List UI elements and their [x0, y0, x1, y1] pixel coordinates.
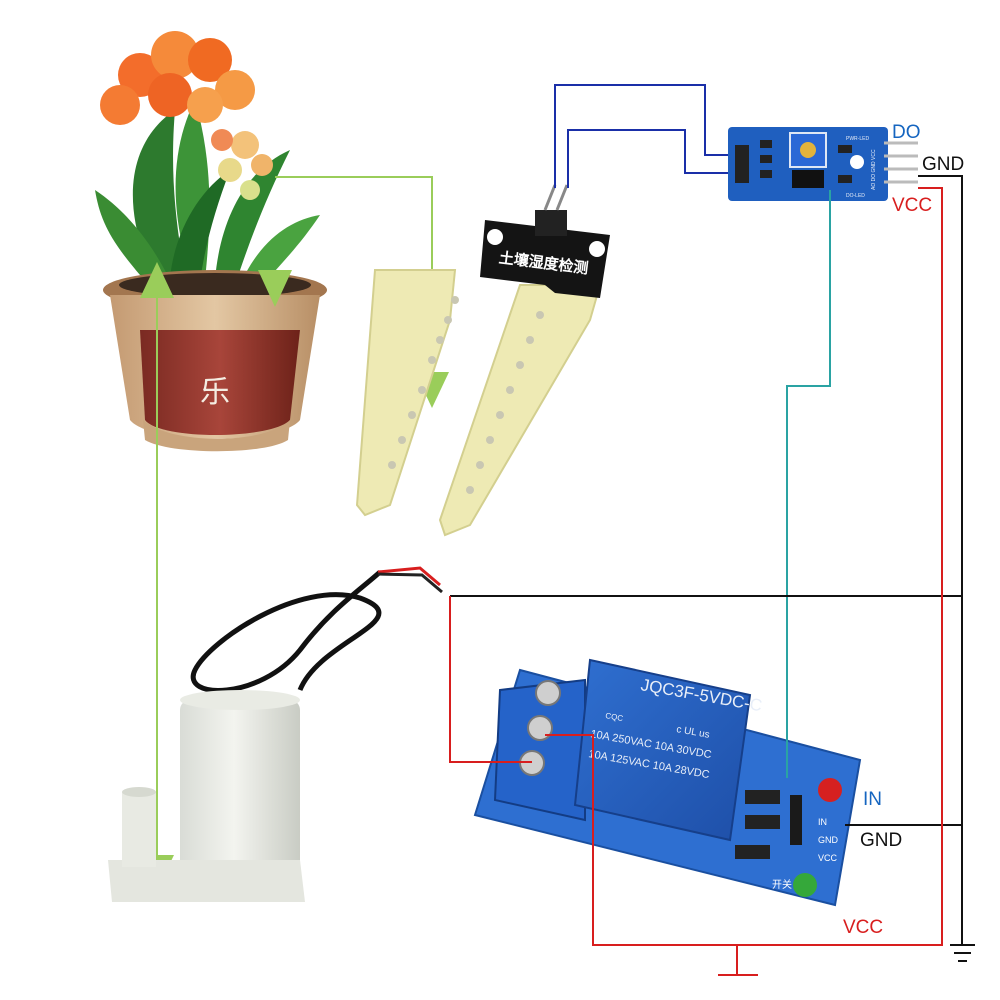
sensor-pin-do: DO	[892, 122, 921, 143]
flower-pot: 乐	[103, 270, 327, 452]
mounting-hole	[589, 241, 605, 257]
green-led	[793, 873, 817, 897]
flower-cluster	[100, 31, 273, 200]
probe-connector	[535, 210, 567, 236]
sensor-probe-wires	[554, 84, 740, 188]
sensor-pin-gnd: GND	[922, 154, 964, 175]
power-wires	[449, 187, 943, 976]
arrow-down-icon	[258, 270, 292, 307]
sensor-pin-vcc: VCC	[892, 195, 932, 216]
relay-pin-vcc: VCC	[843, 917, 883, 938]
relay-pin-gnd: GND	[860, 830, 902, 851]
sensor-module: PWR-LED DO-LED AO DO GND VCC	[728, 127, 918, 201]
relay-silk-in: IN	[818, 817, 827, 827]
pump-base	[108, 860, 305, 902]
water-pump	[108, 566, 443, 902]
red-led	[818, 778, 842, 802]
sensor-silk-pins: AO DO GND VCC	[871, 149, 877, 190]
pump-outlet-nozzle	[122, 792, 156, 867]
relay-silk-gnd: GND	[818, 835, 839, 845]
soil-moisture-probe: 土壤湿度检测	[355, 184, 610, 537]
sensor-silk-do: DO-LED	[846, 193, 865, 199]
signal-wire-do-to-in	[786, 190, 831, 778]
pump-cable	[190, 570, 382, 693]
relay-silk-vcc: VCC	[818, 853, 838, 863]
ground-symbol	[950, 944, 975, 962]
sensor-silk-pwr: PWR-LED	[846, 136, 869, 142]
pot-mark: 乐	[200, 375, 230, 410]
relay-pin-in: IN	[863, 789, 882, 810]
plant-leaves	[95, 100, 320, 290]
arrow-up-icon	[140, 262, 174, 298]
mounting-hole	[850, 155, 864, 169]
sensor-header-pins	[884, 141, 918, 184]
probe-black-board	[480, 220, 610, 298]
relay-module: JQC3F-5VDC-C CQC c UL us 10A 250VAC 10A …	[473, 658, 862, 907]
plant-illustration: 乐	[95, 31, 327, 452]
relay-silk-cn: 开关	[772, 878, 792, 891]
relay-components: IN GND VCC 开关	[735, 778, 842, 897]
probe-prongs	[355, 269, 602, 537]
mounting-hole	[487, 229, 503, 245]
pump-body	[180, 700, 300, 900]
relay-brand: CQC	[605, 711, 624, 723]
relay-terminal-block	[493, 678, 586, 822]
